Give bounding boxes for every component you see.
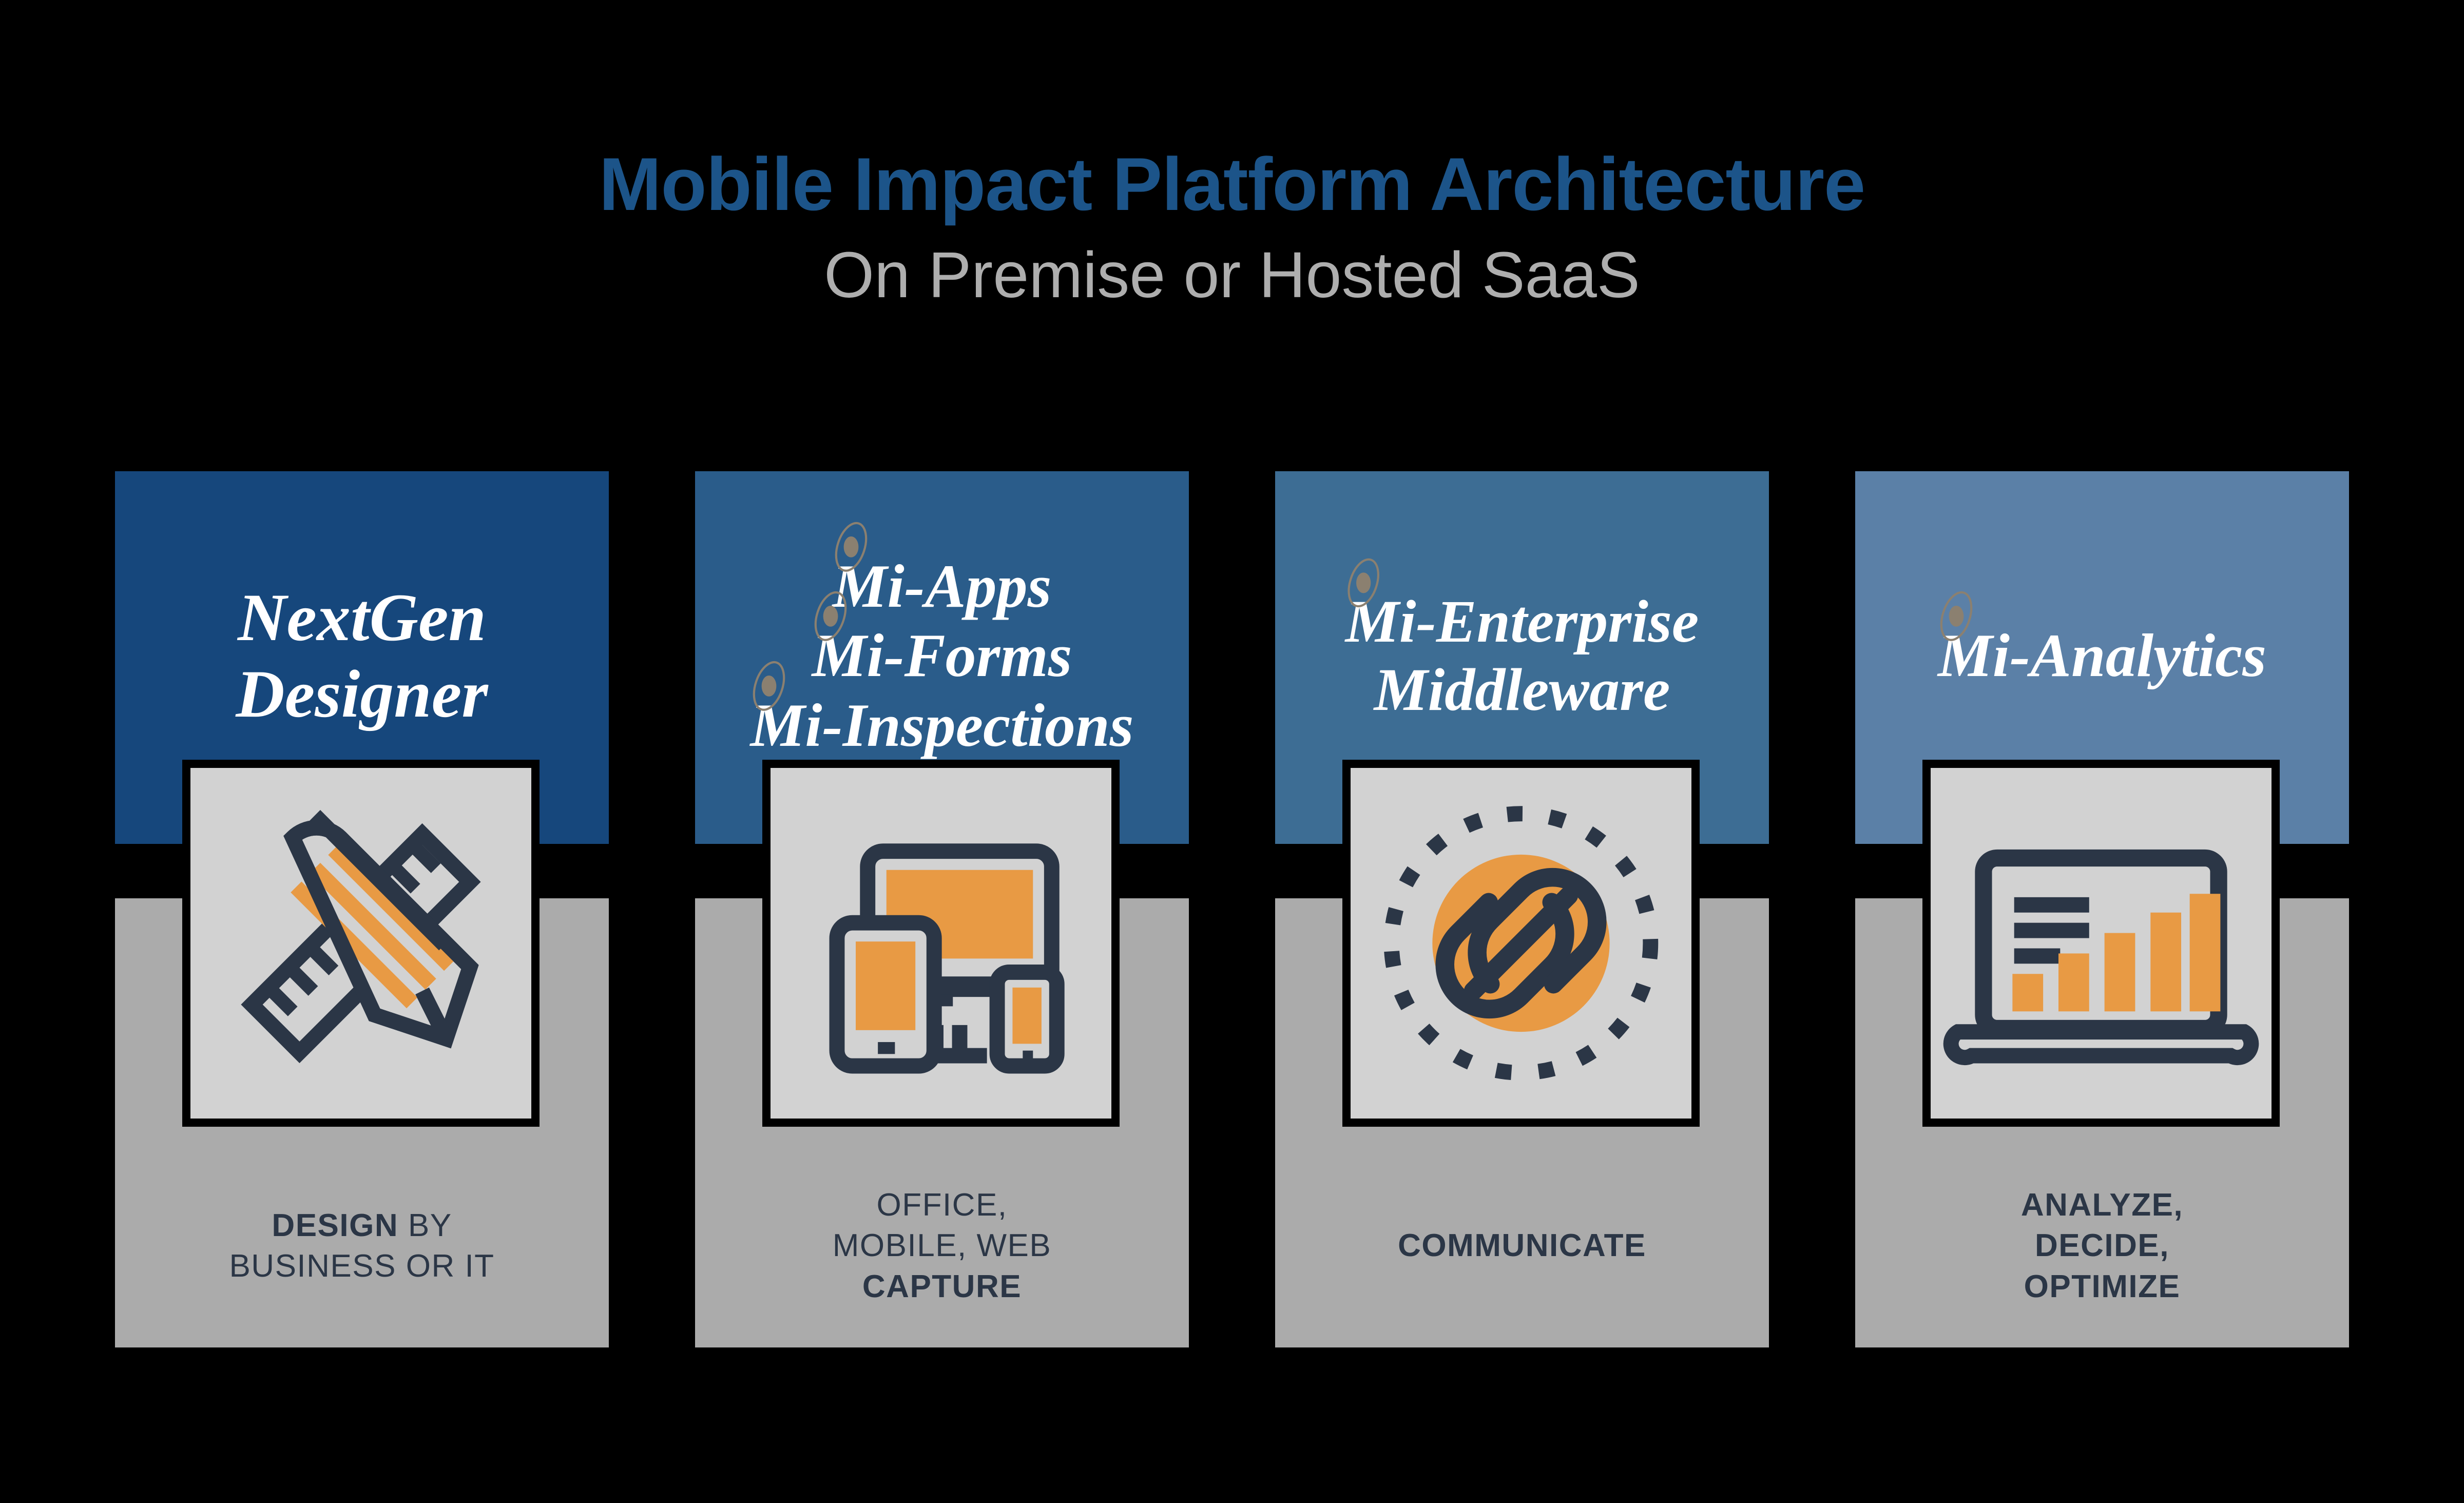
wordmark-text: Mi-Enterprise xyxy=(1345,587,1699,655)
chart-bars xyxy=(2012,894,2221,1012)
column-mi-apps-forms-inspections: Mi-Apps Mi-Forms Mi-Inspections xyxy=(695,0,1189,1503)
caption-line2: DECIDE, xyxy=(2035,1228,2169,1264)
wordmark-line: NextGen xyxy=(238,579,486,655)
wordmark-mi-forms: Mi-Forms xyxy=(812,591,1072,690)
icon-frame xyxy=(762,760,1120,1127)
laptop-bar-chart-icon xyxy=(1943,849,2259,1066)
caption-bold: ANALYZE, xyxy=(2020,1187,2184,1223)
page-header: Mobile Impact Platform Architecture On P… xyxy=(0,144,2464,313)
caption-line2: BUSINESS OR IT xyxy=(229,1248,495,1284)
icon-frame xyxy=(1342,760,1700,1127)
column-caption: ANALYZE, DECIDE, OPTIMIZE xyxy=(1855,1158,2349,1347)
wordmark-mi-apps: Mi-Apps xyxy=(832,522,1052,621)
wordmark-text: Middleware xyxy=(1374,656,1670,723)
wordmark-mi-enterprise: Mi-Enterprise xyxy=(1345,558,1699,656)
chain-link-icon xyxy=(1383,806,1659,1081)
column-mi-enterprise-middleware: Mi-Enterprise Middleware COMMUNICATE xyxy=(1275,0,1769,1503)
column-caption: OFFICE, MOBILE, WEB CAPTURE xyxy=(695,1158,1189,1347)
caption-rest: BY xyxy=(398,1207,452,1243)
devices-icon xyxy=(829,843,1065,1074)
wordmark-text: Mi-Analytics xyxy=(1937,621,2267,690)
wordmark-middleware: Middleware xyxy=(1374,656,1670,724)
caption-bold: DESIGN xyxy=(272,1207,399,1243)
column-mi-analytics: Mi-Analytics ANALYZE, DECIDE, OPTIMIZE xyxy=(1855,0,2349,1503)
wordmark-mi-inspections: Mi-Inspections xyxy=(750,661,1134,760)
page-title: Mobile Impact Platform Architecture xyxy=(599,142,1865,226)
wordmark-nextgen-designer: NextGen Designer xyxy=(236,579,488,732)
wordmark-text: Mi-Apps xyxy=(832,551,1052,620)
page-subtitle: On Premise or Hosted SaaS xyxy=(824,238,1640,311)
caption-rest: OFFICE, xyxy=(876,1187,1008,1223)
wordmark-mi-analytics: Mi-Analytics xyxy=(1937,591,2267,690)
icon-frame xyxy=(1922,760,2280,1127)
caption-bold-line3: OPTIMIZE xyxy=(2024,1268,2181,1304)
caption-bold: COMMUNICATE xyxy=(1398,1228,1646,1264)
pencil-ruler-icon xyxy=(241,810,481,1064)
caption-line2: MOBILE, WEB xyxy=(832,1228,1052,1264)
caption-bold: CAPTURE xyxy=(862,1268,1022,1304)
column-caption: COMMUNICATE xyxy=(1275,1158,1769,1347)
wordmark-line: Designer xyxy=(236,656,488,731)
chart-text-lines xyxy=(2014,897,2089,964)
column-caption: DESIGN BY BUSINESS OR IT xyxy=(115,1158,609,1347)
icon-frame xyxy=(182,760,540,1127)
wordmark-text: Mi-Forms xyxy=(812,621,1072,690)
wordmark-text: Mi-Inspections xyxy=(750,690,1134,759)
column-nextgen-designer: NextGen Designer DESIGN BY BUSINESS OR I… xyxy=(115,0,609,1503)
